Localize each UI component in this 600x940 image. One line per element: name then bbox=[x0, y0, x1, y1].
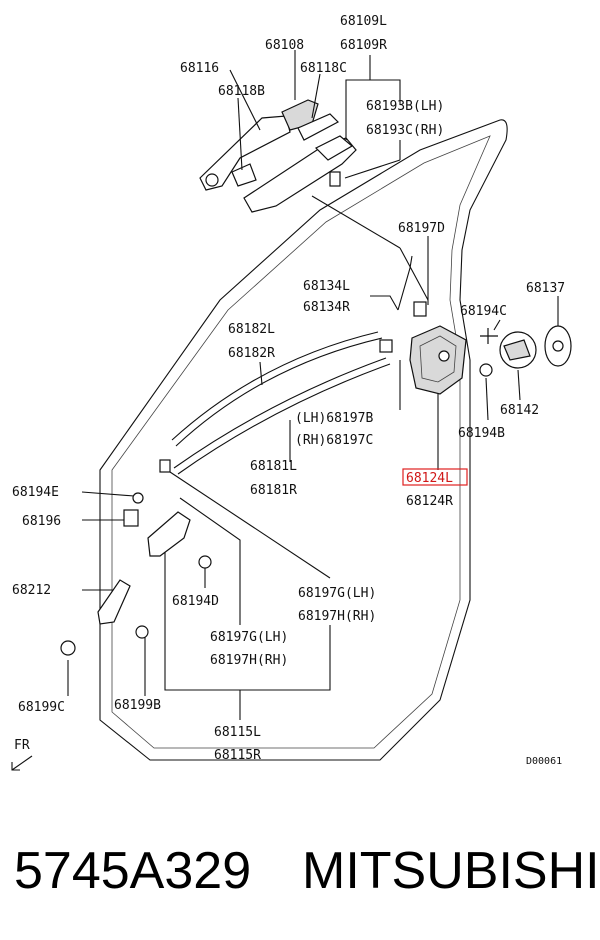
label-68197b: (LH)68197B bbox=[295, 411, 373, 426]
label-68199c: 68199C bbox=[18, 700, 65, 715]
label-68118b: 68118B bbox=[218, 84, 265, 99]
door-outline bbox=[99, 119, 508, 761]
label-68194c: 68194C bbox=[460, 304, 507, 319]
label-68199b: 68199B bbox=[114, 698, 161, 713]
label-68197g-a: 68197G(LH) bbox=[298, 586, 376, 601]
label-68115l: 68115L bbox=[214, 725, 261, 740]
clip-68193 bbox=[329, 171, 341, 187]
label-68108: 68108 bbox=[265, 38, 304, 53]
rod-68134 bbox=[397, 255, 413, 311]
label-68197d: 68197D bbox=[398, 221, 445, 236]
diagram-code: D00061 bbox=[526, 756, 562, 767]
label-68182r: 68182R bbox=[228, 346, 275, 361]
label-68194b: 68194B bbox=[458, 426, 505, 441]
label-68134l: 68134L bbox=[303, 279, 350, 294]
leader-lines bbox=[67, 50, 559, 720]
label-68193c: 68193C(RH) bbox=[366, 123, 444, 138]
cable-68181 bbox=[173, 357, 387, 469]
cables bbox=[171, 255, 413, 475]
label-68115r: 68115R bbox=[214, 748, 261, 763]
screw-68194c bbox=[480, 328, 498, 344]
bracket-68212 bbox=[97, 579, 131, 625]
label-68197h-a: 68197H(RH) bbox=[298, 609, 376, 624]
front-arrow-icon bbox=[11, 755, 33, 771]
label-68181r: 68181R bbox=[250, 483, 297, 498]
bolt-68199c bbox=[60, 640, 76, 656]
highlight-box bbox=[402, 468, 468, 486]
handle-cap-68108 bbox=[281, 99, 319, 131]
label-68212: 68212 bbox=[12, 583, 51, 598]
label-68197g-b: 68197G(LH) bbox=[210, 630, 288, 645]
inside-handle-area bbox=[60, 459, 212, 656]
clip-68197b bbox=[379, 339, 393, 353]
label-68134r: 68134R bbox=[303, 300, 350, 315]
part-number: 5745A329 bbox=[14, 842, 251, 900]
outside-handle-assembly bbox=[199, 99, 357, 213]
clip-68197d bbox=[413, 301, 427, 317]
label-68194e: 68194E bbox=[12, 485, 59, 500]
label-68124l: 68124L bbox=[406, 471, 453, 486]
label-68142: 68142 bbox=[500, 403, 539, 418]
label-68116: 68116 bbox=[180, 61, 219, 76]
clip-68196 bbox=[123, 509, 139, 527]
label-68194d: 68194D bbox=[172, 594, 219, 609]
handle-gasket-68116 bbox=[199, 115, 291, 191]
inside-handle-68115 bbox=[147, 511, 191, 557]
brand-name: MITSUBISHI bbox=[302, 842, 600, 900]
bolt-68199b bbox=[135, 625, 149, 639]
label-68109r: 68109R bbox=[340, 38, 387, 53]
label-68124r: 68124R bbox=[406, 494, 453, 509]
label-68181l: 68181L bbox=[250, 459, 297, 474]
label-68196: 68196 bbox=[22, 514, 61, 529]
label-68118c: 68118C bbox=[300, 61, 347, 76]
label-68197h-b: 68197H(RH) bbox=[210, 653, 288, 668]
label-68197c: (RH)68197C bbox=[295, 433, 373, 448]
label-68137: 68137 bbox=[526, 281, 565, 296]
screw-68194b bbox=[479, 363, 493, 377]
label-68109l: 68109L bbox=[340, 14, 387, 29]
gasket-68118c bbox=[297, 113, 339, 141]
screw-68194e bbox=[132, 492, 144, 504]
screw-68194d bbox=[198, 555, 212, 569]
label-68193b: 68193B(LH) bbox=[366, 99, 444, 114]
handle-gasket-68118b bbox=[231, 163, 257, 187]
label-68182l: 68182L bbox=[228, 322, 275, 337]
label-fr: FR bbox=[14, 738, 30, 753]
door-lock-68124 bbox=[379, 301, 467, 395]
striker-parts bbox=[479, 325, 572, 377]
cable-68182 bbox=[171, 331, 379, 441]
